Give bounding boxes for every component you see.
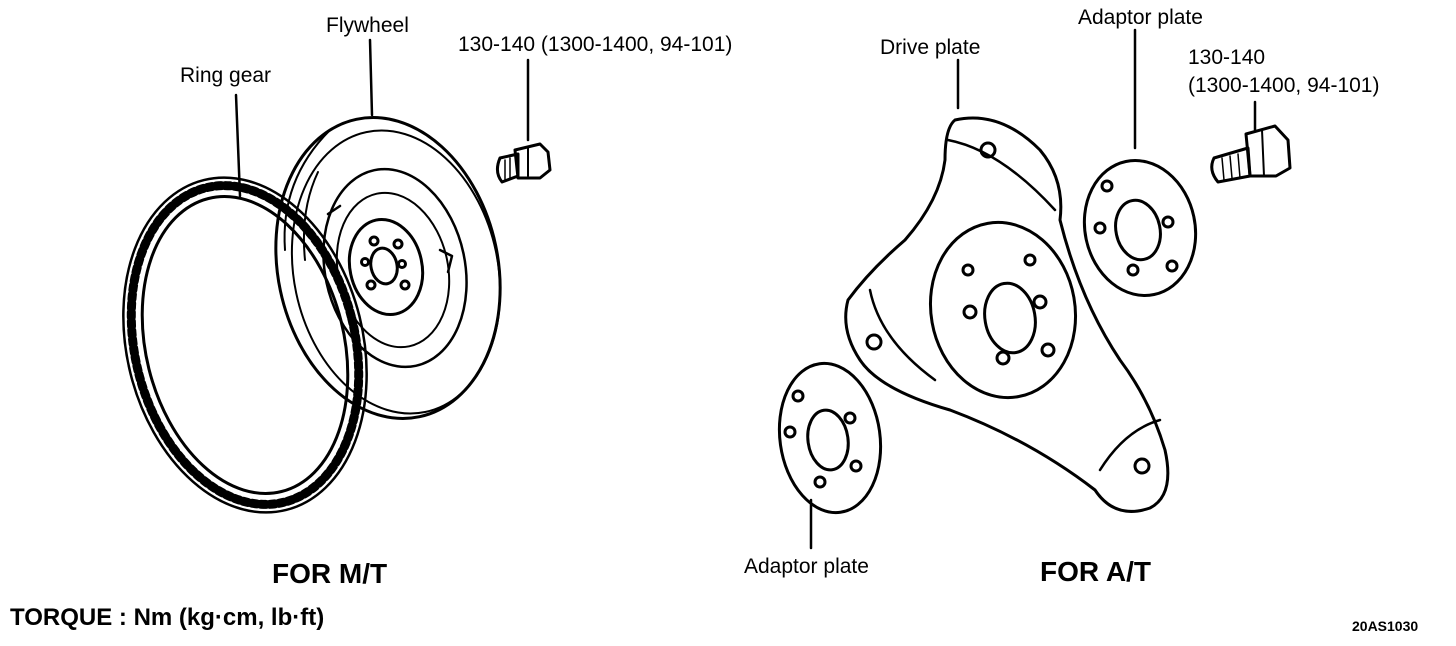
drive-plate-label: Drive plate bbox=[880, 36, 981, 59]
flywheel-label: Flywheel bbox=[326, 14, 409, 37]
torque-at-label-line1: 130-140 bbox=[1188, 46, 1266, 69]
figure-code: 20AS1030 bbox=[1352, 618, 1419, 634]
torque-units-note: TORQUE : Nm (kg·cm, lb·ft) bbox=[10, 604, 325, 631]
adaptor-plate-top-label: Adaptor plate bbox=[1078, 6, 1203, 29]
flywheel-illustration bbox=[274, 116, 502, 420]
drive-plate-illustration bbox=[844, 116, 1170, 513]
caption-for-at: FOR A/T bbox=[1040, 556, 1151, 587]
adaptor-plate-lower-illustration bbox=[777, 361, 883, 515]
torque-mt-label: 130-140 (1300-1400, 94-101) bbox=[458, 33, 733, 56]
ring-gear-label: Ring gear bbox=[180, 64, 272, 87]
bolt-mt-illustration bbox=[495, 142, 552, 184]
caption-for-mt: FOR M/T bbox=[272, 558, 388, 589]
bolt-at-illustration bbox=[1210, 124, 1292, 184]
adaptor-plate-bottom-label: Adaptor plate bbox=[744, 555, 869, 578]
ring-gear-illustration bbox=[122, 176, 368, 514]
torque-at-label-line2: (1300-1400, 94-101) bbox=[1188, 74, 1380, 97]
adaptor-plate-upper-illustration bbox=[1082, 159, 1198, 297]
